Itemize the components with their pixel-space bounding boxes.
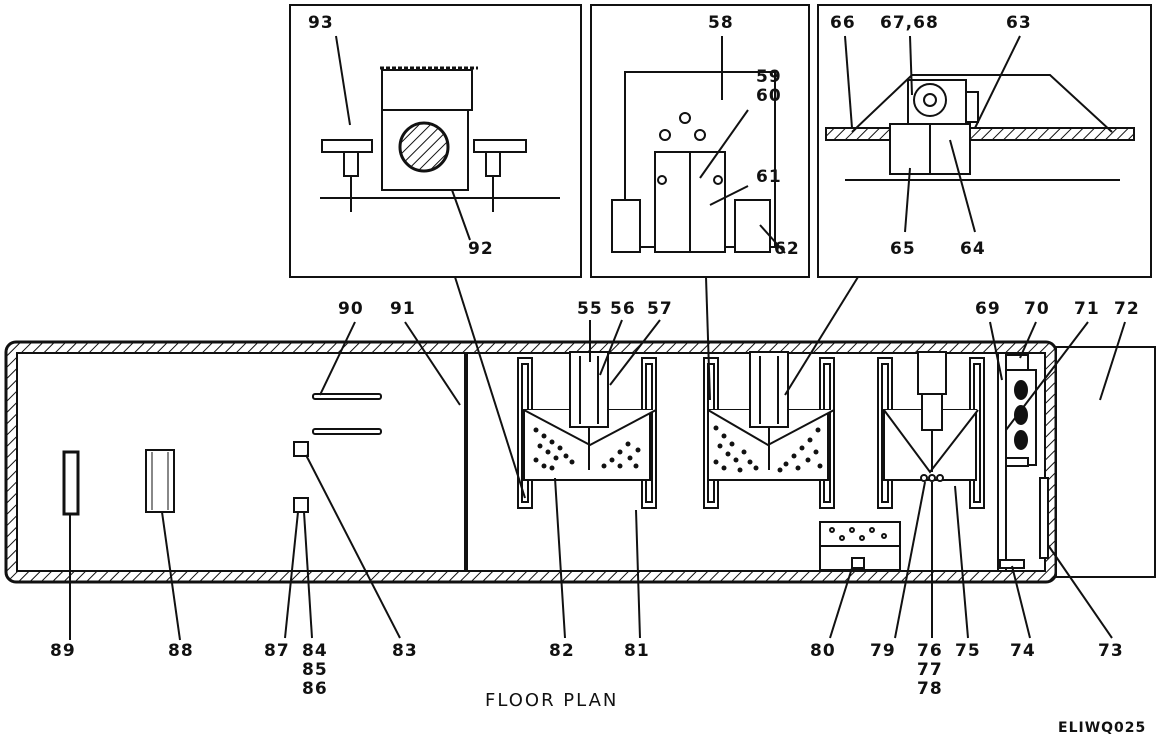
item-80 bbox=[819, 521, 901, 571]
callout-71: 71 bbox=[1074, 299, 1100, 319]
callout-83: 83 bbox=[392, 641, 418, 661]
callout-92: 92 bbox=[468, 239, 494, 259]
callout-70: 70 bbox=[1024, 299, 1050, 319]
figure-caption: FLOOR PLAN bbox=[485, 690, 619, 711]
callout-87: 87 bbox=[264, 641, 290, 661]
item-89 bbox=[62, 450, 80, 516]
callout-67-68: 67,68 bbox=[880, 13, 939, 33]
callout-61: 61 bbox=[756, 167, 782, 187]
bar-upper bbox=[312, 393, 382, 400]
figure-code: ELIWQ025 bbox=[1058, 720, 1147, 736]
callout-69: 69 bbox=[975, 299, 1001, 319]
callout-56: 56 bbox=[610, 299, 636, 319]
callout-73: 73 bbox=[1098, 641, 1124, 661]
callout-79: 79 bbox=[870, 641, 896, 661]
callout-76-77-78: 76 77 78 bbox=[917, 641, 943, 699]
workstation-3 bbox=[877, 351, 985, 509]
inset-box-right bbox=[817, 4, 1152, 278]
callout-65: 65 bbox=[890, 239, 916, 259]
callout-90: 90 bbox=[338, 299, 364, 319]
callout-59-60: 59 60 bbox=[756, 67, 782, 106]
callout-93: 93 bbox=[308, 13, 334, 33]
callout-75: 75 bbox=[955, 641, 981, 661]
callout-64: 64 bbox=[960, 239, 986, 259]
callout-89: 89 bbox=[50, 641, 76, 661]
callout-81: 81 bbox=[624, 641, 650, 661]
callout-63: 63 bbox=[1006, 13, 1032, 33]
callout-84-85-86: 84 85 86 bbox=[302, 641, 328, 699]
workstation-1 bbox=[517, 351, 657, 509]
workstation-2 bbox=[703, 351, 835, 509]
inset-box-center bbox=[590, 4, 810, 278]
item-88 bbox=[145, 449, 175, 513]
callout-82: 82 bbox=[549, 641, 575, 661]
box-87 bbox=[293, 497, 309, 513]
callout-58: 58 bbox=[708, 13, 734, 33]
callout-74: 74 bbox=[1010, 641, 1036, 661]
bar-lower bbox=[312, 428, 382, 435]
callout-80: 80 bbox=[810, 641, 836, 661]
callout-72: 72 bbox=[1114, 299, 1140, 319]
leader-lines bbox=[69, 35, 1126, 641]
callout-57: 57 bbox=[647, 299, 673, 319]
callout-55: 55 bbox=[577, 299, 603, 319]
right-wall-panel bbox=[997, 352, 1049, 572]
callout-66: 66 bbox=[830, 13, 856, 33]
callout-62: 62 bbox=[774, 239, 800, 259]
box-83 bbox=[293, 441, 309, 457]
callout-88: 88 bbox=[168, 641, 194, 661]
inset-box-left bbox=[289, 4, 582, 278]
callout-91: 91 bbox=[390, 299, 416, 319]
